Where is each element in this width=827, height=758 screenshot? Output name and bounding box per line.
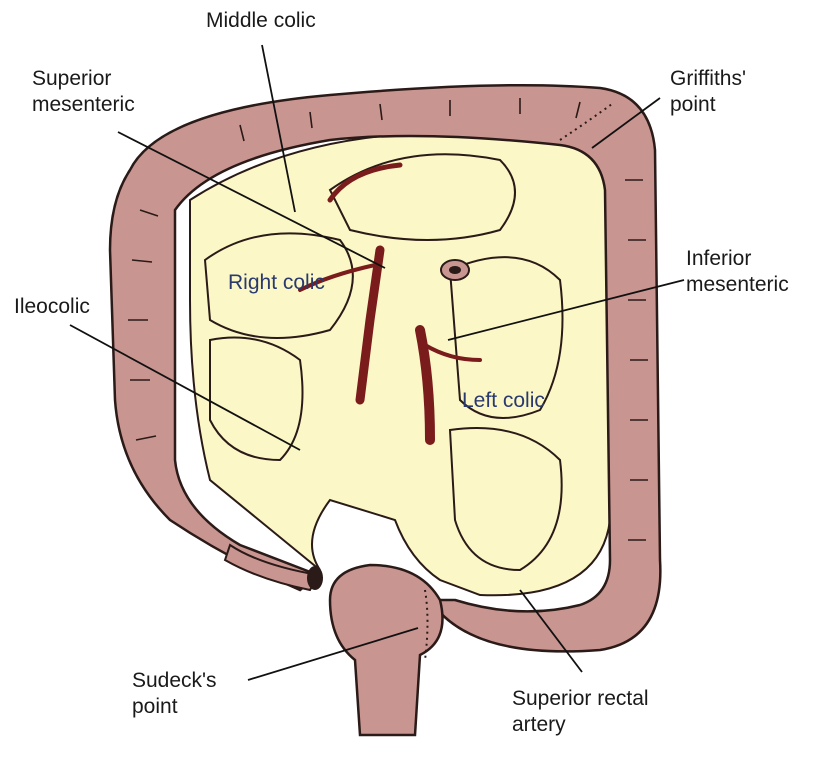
leader-ileocolic (69, 324, 301, 451)
label-sudecks-point: Sudeck's point (132, 669, 217, 718)
label-superior-mesenteric: Superior mesenteric (32, 67, 135, 116)
ima-lumen (449, 266, 461, 274)
label-right-colic: Right colic (228, 271, 325, 294)
label-middle-colic: Middle colic (206, 9, 316, 32)
label-griffiths-point: Griffiths' point (670, 67, 746, 116)
leader-griffiths (591, 97, 661, 149)
leader-superior-mesenteric (117, 131, 386, 269)
leader-inferior-mesenteric (447, 279, 685, 341)
leader-superior-rectal (519, 589, 583, 673)
arteries (298, 162, 482, 445)
leader-middle-colic (261, 44, 296, 213)
label-ileocolic: Ileocolic (14, 295, 90, 318)
leader-sudeck (247, 627, 419, 681)
ileum-lumen (307, 566, 323, 590)
haustra-marks (128, 98, 648, 541)
label-left-colic: Left colic (462, 389, 545, 412)
label-superior-rectal-artery: Superior rectal artery (512, 687, 649, 736)
ileum (223, 543, 320, 592)
vascular-arcades (203, 153, 564, 572)
label-inferior-mesenteric: Inferior mesenteric (686, 247, 789, 296)
leader-lines (69, 44, 685, 681)
